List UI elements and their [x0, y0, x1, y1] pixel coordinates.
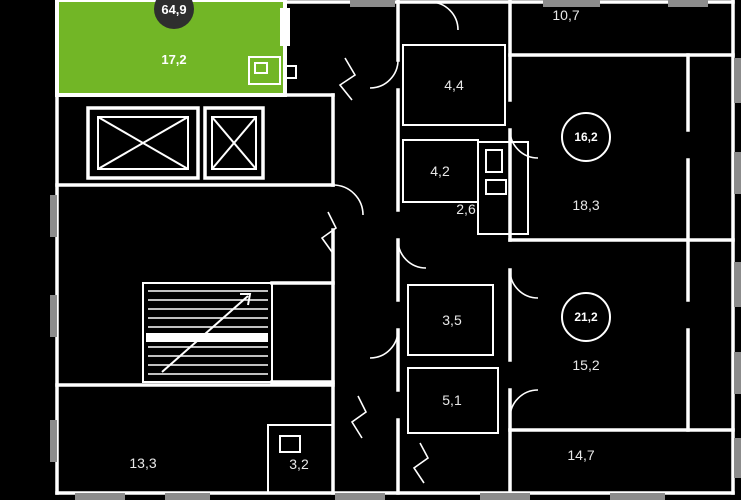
room-label-apt-lower: 15,2 — [572, 357, 599, 373]
room-label-wet-5: 5,1 — [442, 392, 462, 408]
room-label-bottom-right: 14,7 — [567, 447, 594, 463]
door-arcs — [332, 1, 539, 419]
staircase — [142, 282, 273, 383]
apartment-marker-lower-label: 21,2 — [574, 310, 598, 324]
apartment-marker-upper[interactable] — [561, 112, 611, 162]
sink-icon — [485, 179, 507, 195]
neighbor-apartment-markers: 16,2 21,2 — [561, 112, 611, 342]
balcony-door-icon — [280, 8, 290, 46]
room-label-bottom-left: 13,3 — [129, 455, 156, 471]
room-label-wet-1: 4,4 — [444, 77, 464, 93]
selected-apartment[interactable]: 64,9 17,2 — [55, 0, 297, 97]
kitchen-fixture-icon — [248, 56, 281, 85]
window-marks — [50, 0, 741, 500]
small-fixture-icon — [283, 65, 297, 79]
toilet-icon — [485, 149, 503, 173]
kitchen-burner-icon — [254, 62, 268, 74]
room-label-wet-2: 4,2 — [430, 163, 450, 179]
walls — [55, 0, 735, 495]
utility-room — [267, 424, 334, 494]
stair-landing-band — [146, 333, 268, 342]
total-area-badge — [154, 0, 194, 29]
elevator-right — [203, 106, 265, 180]
elevator-shafts — [86, 106, 265, 180]
washer-icon — [279, 435, 301, 453]
room-area-labels: 10,7 18,3 15,2 14,7 13,3 4,4 4,2 2,6 3,5… — [129, 7, 599, 472]
zigzag-marks — [320, 57, 430, 484]
apartment-marker-upper-label: 16,2 — [574, 130, 598, 144]
stair-direction-arrow — [161, 295, 249, 373]
apartment-marker-lower[interactable] — [561, 292, 611, 342]
selected-room-area-label: 17,2 — [161, 52, 186, 67]
wet-rooms — [402, 44, 529, 434]
room-label-apt-upper: 18,3 — [572, 197, 599, 213]
room-label-top-right: 10,7 — [552, 7, 579, 23]
room-label-wet-3: 2,6 — [456, 201, 476, 217]
room-label-bottom-center: 3,2 — [289, 456, 309, 472]
room-label-wet-4: 3,5 — [442, 312, 462, 328]
elevator-left — [86, 106, 200, 180]
total-area-badge-label: 64,9 — [161, 2, 186, 17]
